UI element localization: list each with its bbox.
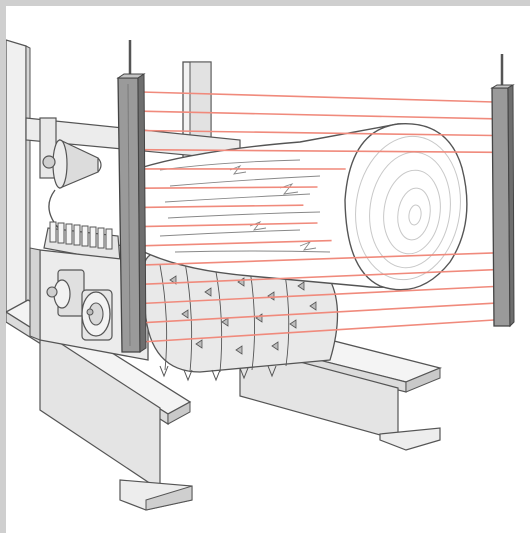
log-scanner-illustration — [6, 39, 515, 511]
log-end-face — [344, 123, 468, 291]
light-beam — [140, 204, 304, 209]
light-beam — [140, 186, 318, 189]
light-beam — [140, 129, 495, 137]
light-beam — [140, 148, 495, 154]
light-curtain-receiver — [490, 54, 515, 328]
light-beam — [140, 252, 495, 266]
light-beam — [140, 302, 495, 324]
light-beam — [140, 239, 332, 247]
light-beams — [140, 91, 495, 343]
light-beam — [140, 110, 495, 120]
light-beam — [140, 91, 495, 103]
light-beam — [140, 319, 495, 343]
light-beam — [140, 285, 495, 305]
motor-gearbox — [29, 247, 149, 361]
light-beam — [140, 222, 318, 228]
conveyor-roller — [42, 139, 102, 189]
light-curtain-transmitter — [116, 40, 147, 353]
left-support-column — [6, 39, 31, 332]
light-beam — [140, 268, 495, 286]
toothed-feed-roller — [43, 221, 121, 263]
